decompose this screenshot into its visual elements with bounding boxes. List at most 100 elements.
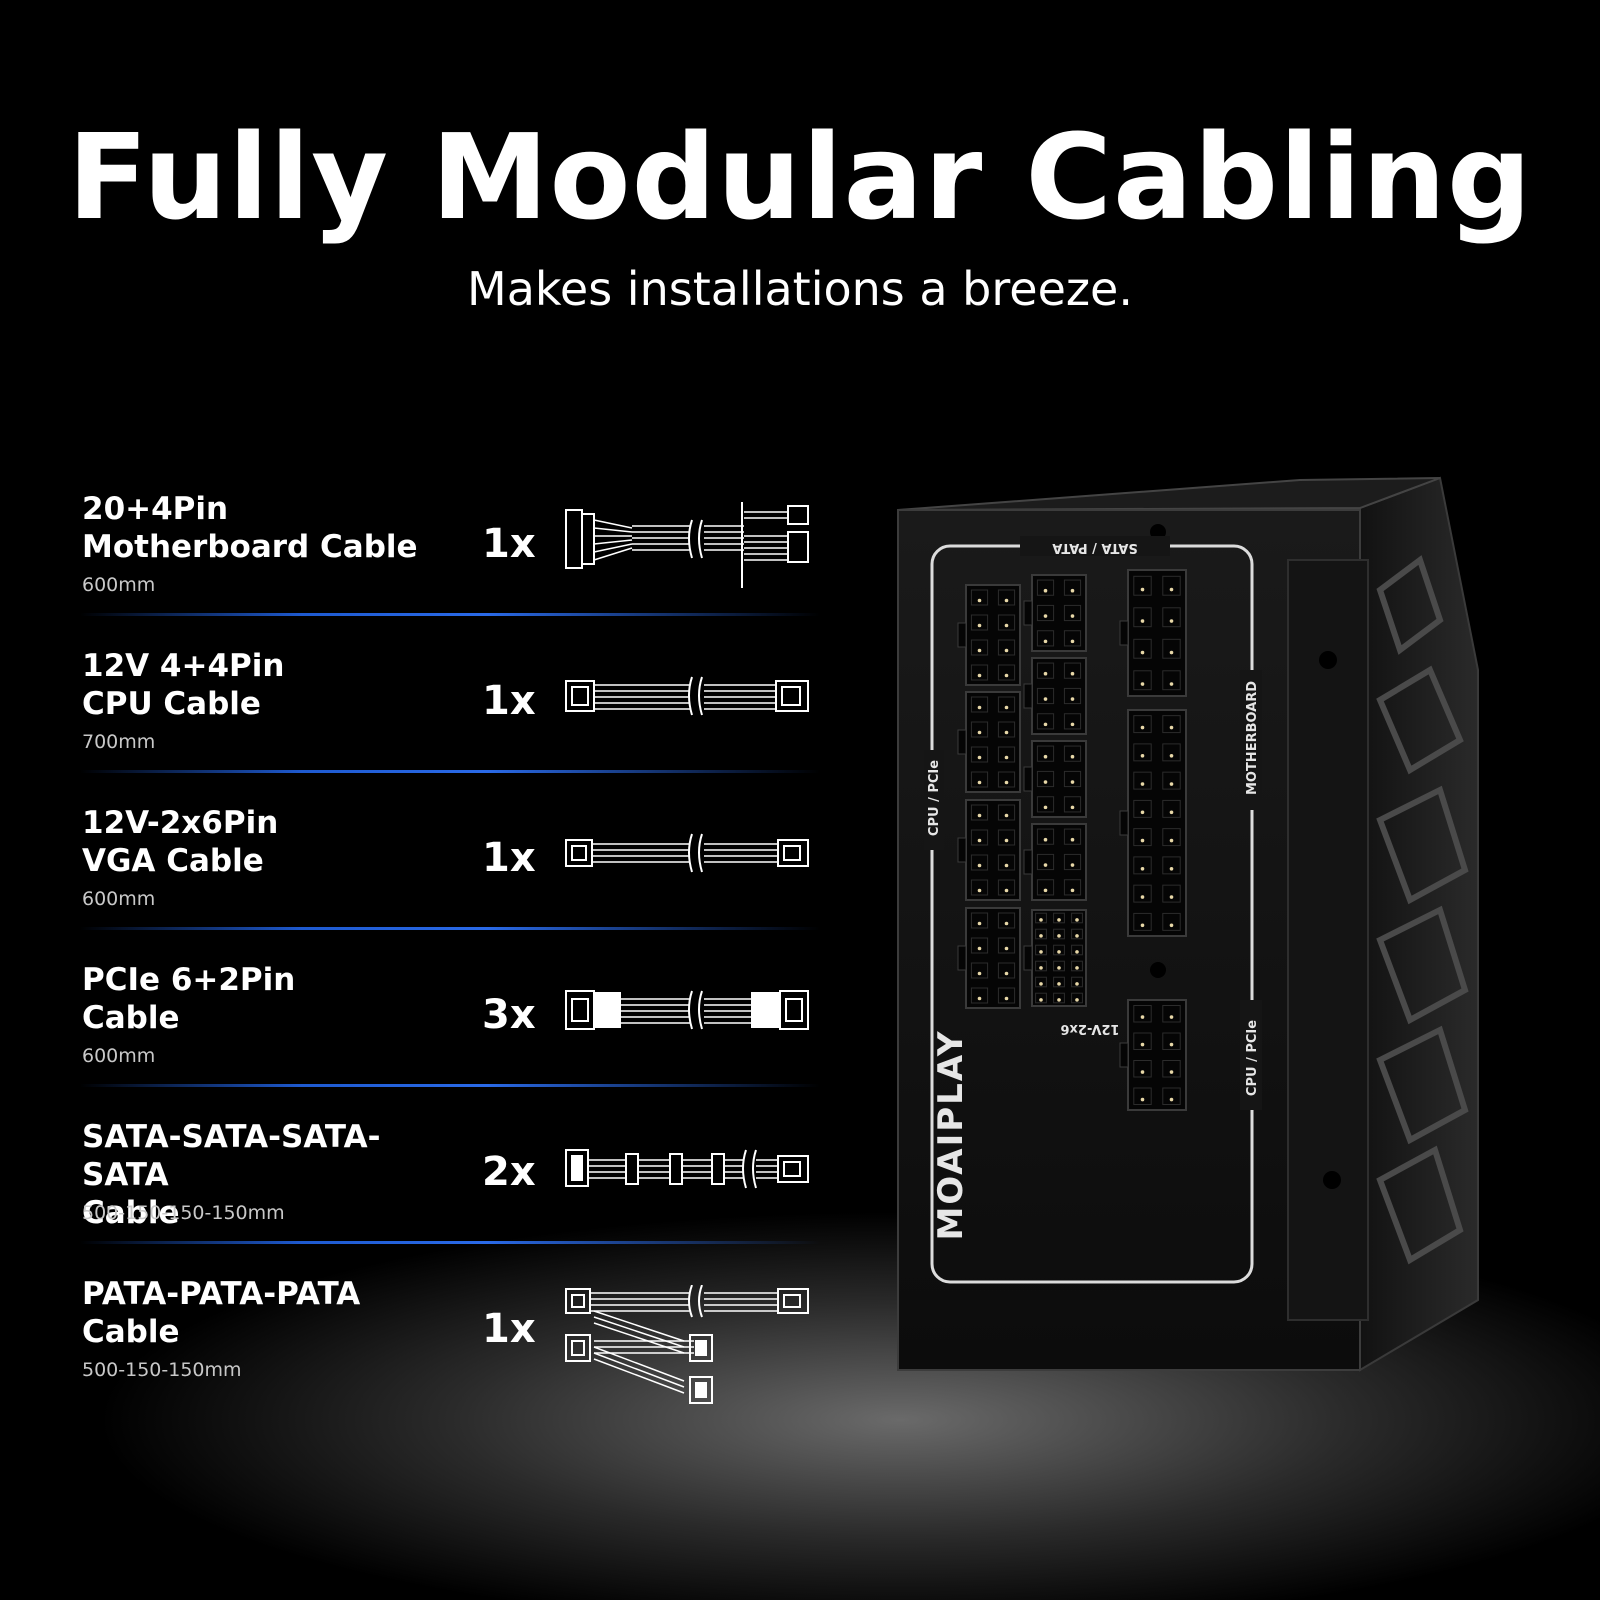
socket-pin-contact	[1140, 923, 1145, 928]
socket-pin-contact	[1070, 805, 1075, 810]
socket-pin	[970, 829, 989, 846]
socket-pin-contact	[1140, 725, 1145, 730]
socket-pin-contact	[1070, 863, 1075, 867]
socket-pin	[1133, 1060, 1152, 1078]
socket-latch	[1119, 810, 1129, 836]
socket-pin	[1036, 828, 1055, 845]
socket-latch	[957, 729, 967, 755]
socket-pin-contact	[1075, 966, 1079, 970]
cable-name: PCIe 6+2Pin Cable	[82, 962, 296, 1036]
socket-pin	[1133, 670, 1152, 691]
socket-pin	[1063, 879, 1082, 896]
socket-pin-contact	[1070, 722, 1075, 727]
socket-pin	[970, 639, 989, 656]
psu-side-panel	[1359, 476, 1479, 1372]
socket-pin-contact	[1169, 923, 1174, 928]
socket-pin-contact	[1075, 950, 1079, 954]
socket-pin-contact	[1140, 866, 1145, 871]
socket-pin-contact	[1004, 673, 1009, 678]
socket-pin-contact	[1057, 966, 1061, 970]
socket-pin	[970, 854, 989, 871]
socket-pin-contact	[1004, 971, 1009, 976]
cpu-pcie-socket	[965, 584, 1021, 686]
screw-hole	[1150, 962, 1166, 978]
socket-pin	[1133, 856, 1152, 875]
socket-pin-contact	[1057, 950, 1061, 954]
socket-pin-contact	[1169, 753, 1174, 758]
socket-pin	[1133, 575, 1152, 596]
socket-pin	[997, 962, 1016, 979]
socket-pin	[1133, 638, 1152, 659]
cable-row: 12V 4+4Pin CPU Cable 700mm 1x	[80, 645, 820, 802]
socket-pin-contact	[1070, 888, 1075, 893]
socket-latch	[1023, 945, 1033, 971]
socket-pin	[1162, 1087, 1181, 1105]
socket-pin	[1035, 944, 1047, 956]
socket-pin-contact	[1070, 837, 1075, 842]
cpu-pcie-socket	[1127, 999, 1187, 1111]
socket-pin-contact	[1075, 982, 1079, 986]
vga-cable-icon	[565, 833, 809, 873]
socket-pin	[997, 696, 1016, 713]
socket-pin-contact	[1169, 838, 1174, 843]
socket-pin	[1036, 630, 1055, 647]
socket-pin	[1133, 1032, 1152, 1050]
socket-pin-contact	[1004, 863, 1009, 868]
socket-latch	[957, 622, 967, 648]
socket-pin	[1063, 662, 1082, 679]
socket-pin	[1162, 799, 1181, 818]
screw-hole	[1319, 651, 1337, 669]
socket-pin	[1036, 579, 1055, 596]
psu-right-plate	[1287, 559, 1369, 1321]
socket-pin-contact	[1004, 921, 1009, 926]
socket-pin-contact	[1169, 1097, 1174, 1102]
socket-latch	[1119, 620, 1129, 646]
cable-row: 20+4Pin Motherboard Cable 600mm 1x	[80, 488, 820, 645]
port-label-cpu-pcie-left: CPU / PCIe	[927, 760, 942, 836]
sata-pata-socket	[1031, 657, 1087, 735]
cpu-cable-icon	[565, 676, 809, 716]
socket-pin-contact	[1039, 950, 1043, 954]
socket-pin	[1133, 743, 1152, 762]
socket-pin-contact	[1140, 1097, 1145, 1102]
cable-name: 20+4Pin Motherboard Cable	[82, 491, 418, 565]
cable-length: 700mm	[82, 731, 156, 753]
socket-pin-contact	[1004, 780, 1009, 785]
pata-cable-icon	[565, 1285, 809, 1404]
socket-pin-contact	[1169, 619, 1174, 623]
socket-pin	[1063, 853, 1082, 871]
socket-pin-contact	[1039, 966, 1043, 970]
socket-pin-contact	[1140, 810, 1145, 815]
socket-pin-contact	[1070, 754, 1075, 759]
cpu-pcie-socket	[965, 907, 1021, 1009]
cable-quantity: 3x	[482, 992, 536, 1038]
cable-length: 500-150-150-150mm	[82, 1202, 285, 1224]
socket-pin-contact	[1004, 755, 1009, 760]
psu-fan-grille	[1376, 555, 1469, 1265]
socket-pin	[1036, 853, 1055, 871]
socket-pin	[997, 987, 1016, 1004]
socket-pin	[970, 614, 989, 631]
socket-pin-contact	[1004, 813, 1009, 818]
socket-pin-contact	[1039, 918, 1043, 922]
socket-pin-contact	[1169, 587, 1174, 592]
socket-pin-contact	[977, 996, 982, 1001]
socket-pin-contact	[1004, 598, 1009, 603]
socket-pin	[1162, 638, 1181, 659]
socket-pin	[1162, 670, 1181, 691]
socket-pin-contact	[1004, 946, 1009, 951]
cable-quantity: 1x	[482, 1306, 536, 1352]
socket-pin-contact	[1070, 697, 1075, 701]
socket-pin-contact	[1004, 730, 1009, 735]
socket-pin-contact	[1169, 782, 1174, 786]
cable-quantity: 1x	[482, 521, 536, 567]
socket-pin	[1063, 745, 1082, 762]
socket-pin-contact	[1004, 838, 1009, 843]
cable-name: 12V-2x6Pin VGA Cable	[82, 805, 279, 879]
socket-pin-contact	[1004, 623, 1009, 628]
socket-pin	[997, 589, 1016, 606]
socket-pin-contact	[1169, 725, 1174, 730]
row-divider	[80, 1241, 820, 1244]
cable-name: 12V 4+4Pin CPU Cable	[82, 648, 285, 722]
socket-pin	[1053, 976, 1065, 988]
